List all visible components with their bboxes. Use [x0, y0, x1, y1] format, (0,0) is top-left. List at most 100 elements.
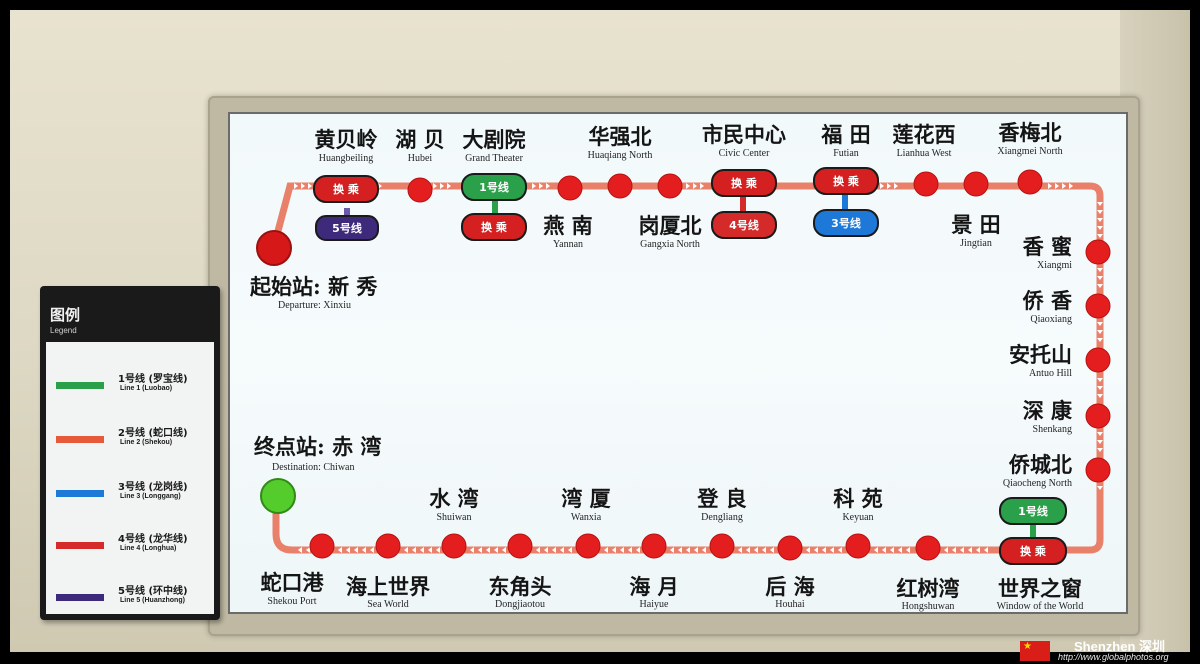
station-name-en: Haiyue: [640, 599, 669, 610]
direction-arrow: [354, 547, 358, 553]
departure-label-en: Departure: Xinxiu: [278, 300, 351, 311]
transfer-line-label: 1号线: [479, 180, 509, 194]
direction-arrow: [754, 547, 758, 553]
transfer-civic-center[interactable]: 换 乘 4号线: [711, 169, 777, 239]
legend-subtitle: Legend: [50, 326, 77, 335]
transfer-line-label: 1号线: [1018, 504, 1048, 518]
station-dot-wanxia[interactable]: [575, 533, 601, 559]
legend-item-label: 4号线 (龙华线): [118, 534, 188, 545]
station-dot-dengliang[interactable]: [709, 533, 735, 559]
direction-arrow: [746, 547, 750, 553]
track-line: [270, 182, 1104, 554]
station-name-cn: 侨城北: [1008, 452, 1072, 477]
destination-label-en: Destination: Chiwan: [272, 462, 355, 473]
station-dot-jingtian[interactable]: [963, 171, 989, 197]
station-name-cn: 水 湾: [429, 486, 478, 511]
station-dot-qiaocheng-north[interactable]: [1085, 457, 1111, 483]
direction-arrow: [1097, 378, 1103, 382]
station-dot-gangxia-north[interactable]: [657, 173, 683, 199]
station-name-cn: 红树湾: [897, 576, 960, 601]
transfer-grand-theater[interactable]: 1号线 换 乘: [461, 173, 527, 241]
station-name-en: Antuo Hill: [1029, 368, 1072, 379]
direction-arrow: [560, 547, 564, 553]
station-dot-shekou-port[interactable]: [309, 533, 335, 559]
station-dot-lianhua-west[interactable]: [913, 171, 939, 197]
departure-station-dot[interactable]: [256, 230, 292, 266]
direction-arrow: [960, 547, 964, 553]
station-dot-xiangmi[interactable]: [1085, 239, 1111, 265]
transfer-label: 换 乘: [731, 176, 758, 190]
station-dot-shuiwan[interactable]: [441, 533, 467, 559]
station-dot-hongshuwan[interactable]: [915, 535, 941, 561]
destination-station-dot[interactable]: [260, 478, 296, 514]
direction-arrow: [686, 547, 690, 553]
direction-arrow: [1097, 284, 1103, 288]
station-name-en: Lianhua West: [897, 148, 952, 159]
legend-header: 图例 Legend: [44, 290, 216, 342]
station-dot-haiyue[interactable]: [641, 533, 667, 559]
station-dot-hubei[interactable]: [407, 177, 433, 203]
transfer-window-of-the-world[interactable]: 1号线 换 乘: [999, 497, 1067, 565]
direction-arrow: [887, 183, 891, 189]
station-dot-shenkang[interactable]: [1085, 403, 1111, 429]
station-dot-keyuan[interactable]: [845, 533, 871, 559]
legend-item-label-en: Line 5 (Huanzhong): [120, 597, 185, 604]
direction-arrow: [1048, 183, 1052, 189]
direction-arrow: [436, 547, 440, 553]
caption-url[interactable]: http://www.globalphotos.org: [1058, 652, 1169, 662]
direction-arrow: [700, 183, 704, 189]
direction-arrow: [1097, 210, 1103, 214]
station-dot-antuo-hill[interactable]: [1085, 347, 1111, 373]
transfer-line-label: 5号线: [332, 221, 362, 235]
legend-item-label-en: Line 2 (Shekou): [120, 439, 173, 446]
direction-arrow: [944, 547, 948, 553]
station-dot-sea-world[interactable]: [375, 533, 401, 559]
station-dot-houhai[interactable]: [777, 535, 803, 561]
line-swatch: [56, 594, 104, 601]
direction-arrow: [890, 547, 894, 553]
direction-arrow: [693, 183, 697, 189]
direction-arrow: [1097, 202, 1103, 206]
direction-arrow: [1097, 448, 1103, 452]
direction-arrow: [338, 547, 342, 553]
station-name-cn: 香 蜜: [1023, 234, 1072, 259]
station-dot-huaqiang-north[interactable]: [607, 173, 633, 199]
station-name-cn: 科 苑: [833, 486, 882, 511]
station-name-cn: 华强北: [589, 124, 652, 149]
transfer-futian[interactable]: 换 乘 3号线: [813, 167, 879, 237]
direction-arrow: [1097, 394, 1103, 398]
direction-arrow: [806, 547, 810, 553]
direction-arrow: [544, 547, 548, 553]
direction-arrow: [628, 547, 632, 553]
direction-arrow: [433, 183, 437, 189]
station-name-en: Futian: [833, 148, 859, 159]
station-name-en: Dengliang: [701, 512, 743, 523]
station-dot-xiangmei-north[interactable]: [1017, 169, 1043, 195]
direction-arrow: [738, 547, 742, 553]
transfer-huangbeiling[interactable]: 换 乘 5号线: [313, 175, 379, 241]
legend-panel: 图例 Legend 1号线 (罗宝线) Line 1 (Luobao) 2号线 …: [40, 286, 220, 620]
direction-arrow: [1097, 276, 1103, 280]
line-swatch: [56, 436, 104, 443]
route-map: 换 乘 5号线 1号线 换 乘 换 乘 4号线 换 乘 3号线: [249, 120, 1111, 612]
direction-arrow: [694, 547, 698, 553]
station-name-en: Shekou Port: [267, 596, 316, 607]
direction-arrow: [1097, 386, 1103, 390]
station-dot-qiaoxiang[interactable]: [1085, 293, 1111, 319]
direction-arrow: [604, 547, 608, 553]
station-name-en: Houhai: [775, 599, 805, 610]
line-swatch: [56, 490, 104, 497]
direction-arrow: [404, 547, 408, 553]
direction-arrow: [1097, 268, 1103, 272]
station-dot-dongjiaotou[interactable]: [507, 533, 533, 559]
station-name-en: Gangxia North: [640, 239, 700, 250]
direction-arrow: [822, 547, 826, 553]
station-name-cn: 海 月: [629, 574, 678, 599]
station-dot-yannan[interactable]: [557, 175, 583, 201]
direction-arrow: [636, 547, 640, 553]
station-labels-bottom: 世界之窗 Window of the World 红树湾 Hongshuwan …: [261, 486, 1084, 612]
direction-arrow: [378, 183, 382, 189]
station-name-cn: 海上世界: [346, 574, 430, 599]
station-name-en: Xiangmei North: [997, 146, 1062, 157]
station-name-cn: 景 田: [951, 212, 1000, 237]
